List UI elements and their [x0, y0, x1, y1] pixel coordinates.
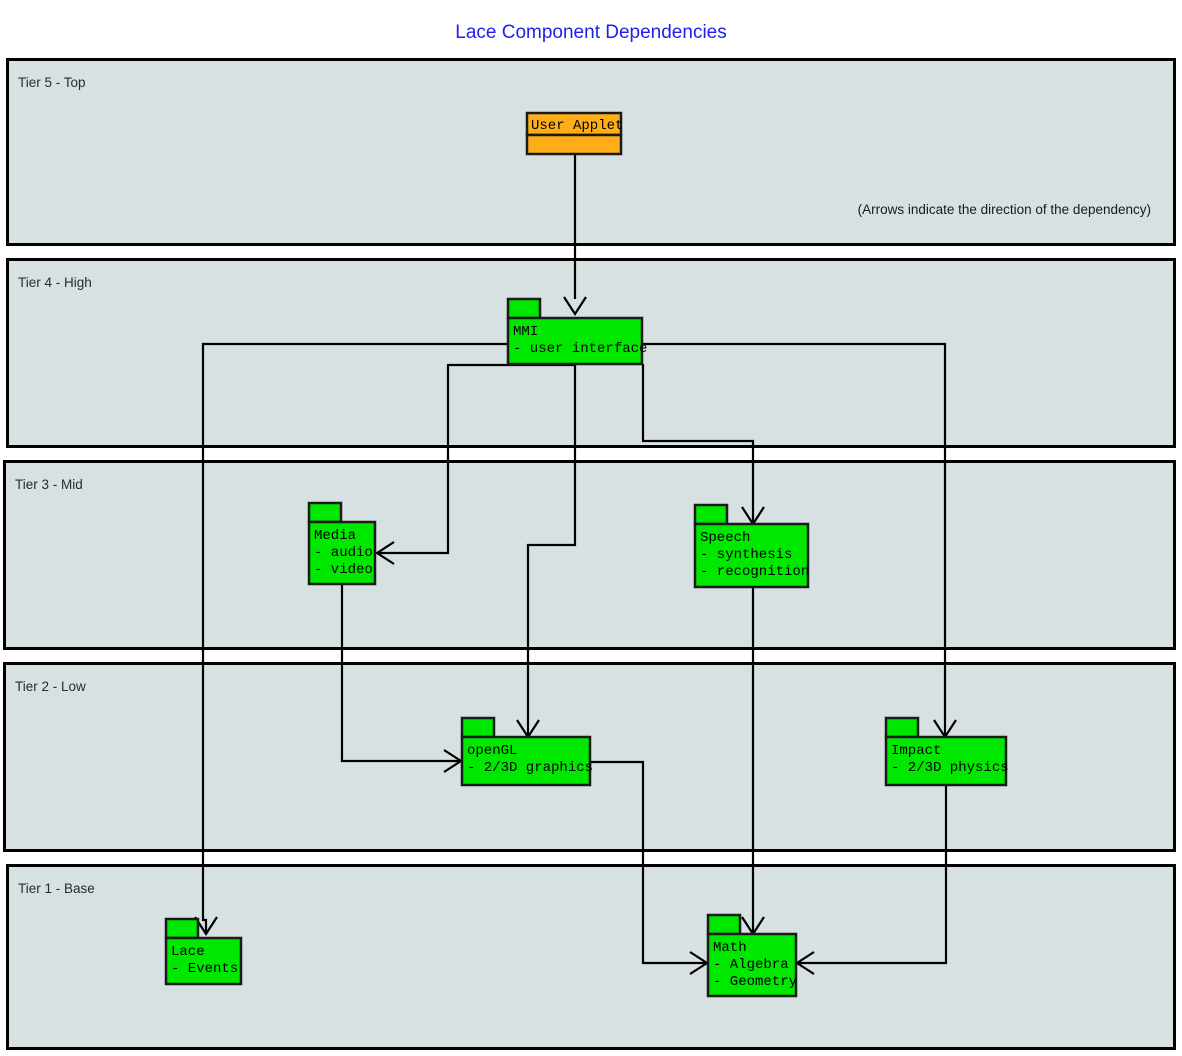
package-body [460, 735, 592, 787]
package-body [164, 936, 243, 986]
dependency-line [526, 364, 577, 737]
package-body [884, 735, 1008, 787]
component-name: Math [713, 940, 747, 956]
component-name: openGL [467, 743, 517, 759]
component-impact[interactable] [884, 716, 1008, 787]
tier-label: Tier 4 - High [18, 275, 92, 290]
component-detail: - Events [171, 961, 238, 977]
dependency-line [590, 760, 707, 965]
package-tab [693, 503, 729, 526]
package-tab [164, 917, 200, 940]
component-user-applet[interactable] [525, 111, 623, 156]
tier-panel-rect [3, 460, 1176, 650]
component-media[interactable] [307, 501, 377, 586]
component-name: Speech [700, 530, 750, 546]
package-tab [307, 501, 343, 524]
component-detail: - synthesis [700, 547, 792, 563]
dependency-line [340, 584, 461, 763]
component-opengl[interactable] [460, 716, 592, 787]
arrows-note: (Arrows indicate the direction of the de… [858, 202, 1151, 217]
tier-label: Tier 2 - Low [15, 679, 86, 694]
package-body [525, 133, 623, 156]
dep-userapplet-mmi [563, 155, 587, 317]
component-detail: - user interface [513, 341, 647, 357]
tier-panel-tier3 [3, 460, 1176, 650]
component-detail: - Geometry [713, 974, 797, 990]
component-detail: - video [314, 562, 373, 578]
dependency-arrowhead [374, 541, 395, 565]
components-layer [164, 111, 1008, 998]
package-body [506, 316, 644, 366]
component-name: User Applet [531, 118, 623, 134]
dependency-line [642, 342, 947, 737]
component-mmi[interactable] [506, 297, 644, 366]
tier-label: Tier 3 - Mid [15, 477, 83, 492]
component-speech[interactable] [693, 503, 810, 589]
component-detail: - 2/3D graphics [467, 760, 593, 776]
dependency-line [797, 785, 948, 965]
component-math[interactable] [706, 913, 798, 998]
tier-label: Tier 1 - Base [18, 881, 95, 896]
component-detail: - Algebra [713, 957, 789, 973]
component-name: Lace [171, 944, 205, 960]
package-body [706, 932, 798, 998]
component-detail: - recognition [700, 564, 809, 580]
component-detail: - 2/3D physics [891, 760, 1009, 776]
package-tab [506, 297, 542, 320]
dependency-connectors-layer [194, 155, 957, 975]
dependency-line [641, 364, 755, 524]
component-name: MMI [513, 324, 538, 340]
dependency-arrowhead [563, 296, 587, 317]
package-tab [706, 913, 742, 936]
package-body [693, 522, 810, 589]
component-lace[interactable] [164, 917, 243, 986]
diagram-title: Lace Component Dependencies [455, 22, 726, 43]
component-name: Impact [891, 743, 941, 759]
package-tab [884, 716, 920, 739]
tier-label: Tier 5 - Top [18, 75, 86, 90]
component-name: Media [314, 528, 356, 544]
package-tab [460, 716, 496, 739]
component-detail: - audio [314, 545, 373, 561]
package-body [307, 520, 377, 586]
